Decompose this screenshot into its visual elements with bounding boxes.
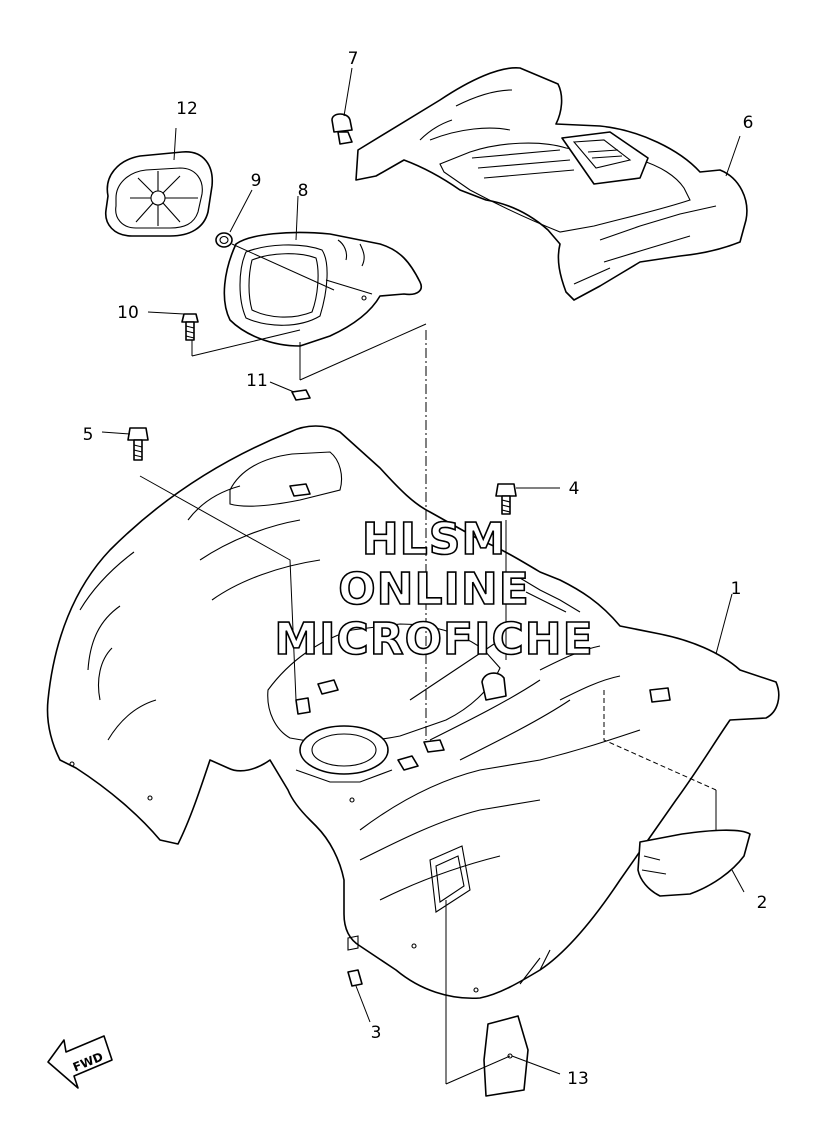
part-12-cover <box>105 151 213 237</box>
callout-8: 8 <box>298 181 309 201</box>
fwd-direction-arrow: FWD <box>47 1035 113 1089</box>
callout-3: 3 <box>371 1023 382 1043</box>
part-2-mud-flap <box>637 829 751 897</box>
part-5-bolt <box>127 427 149 461</box>
part-10-bolt <box>181 313 199 341</box>
watermark-line-3: MICROFICHE <box>274 614 593 665</box>
watermark-line-1: HLSM <box>362 514 506 565</box>
callout-13: 13 <box>567 1069 589 1089</box>
part-6-rear-cover <box>355 67 748 301</box>
watermark: HLSM ONLINE MICROFICHE <box>274 513 594 666</box>
part-4-bolt <box>495 483 517 515</box>
part-7-rivet <box>331 113 353 145</box>
watermark-line-2: ONLINE <box>338 564 530 615</box>
part-8-box-cover <box>223 231 422 347</box>
callout-5: 5 <box>83 425 94 445</box>
callout-7: 7 <box>348 49 359 69</box>
callout-1: 1 <box>731 579 742 599</box>
callout-6: 6 <box>743 113 754 133</box>
part-9-grommet <box>215 232 233 248</box>
part-13-mud-flap <box>483 1015 529 1097</box>
callout-labels: 1 2 3 4 5 6 7 8 9 10 11 12 13 <box>83 49 768 1089</box>
callout-11: 11 <box>246 371 268 391</box>
callout-9: 9 <box>251 171 262 191</box>
part-1-rear-fender <box>46 425 780 1000</box>
part-11-clip-nut <box>291 389 311 401</box>
callout-2: 2 <box>757 893 768 913</box>
part-3-clip <box>347 969 363 987</box>
callout-12: 12 <box>176 99 198 119</box>
leader-lines <box>101 67 745 1085</box>
callout-4: 4 <box>569 479 580 499</box>
callout-10: 10 <box>117 303 139 323</box>
